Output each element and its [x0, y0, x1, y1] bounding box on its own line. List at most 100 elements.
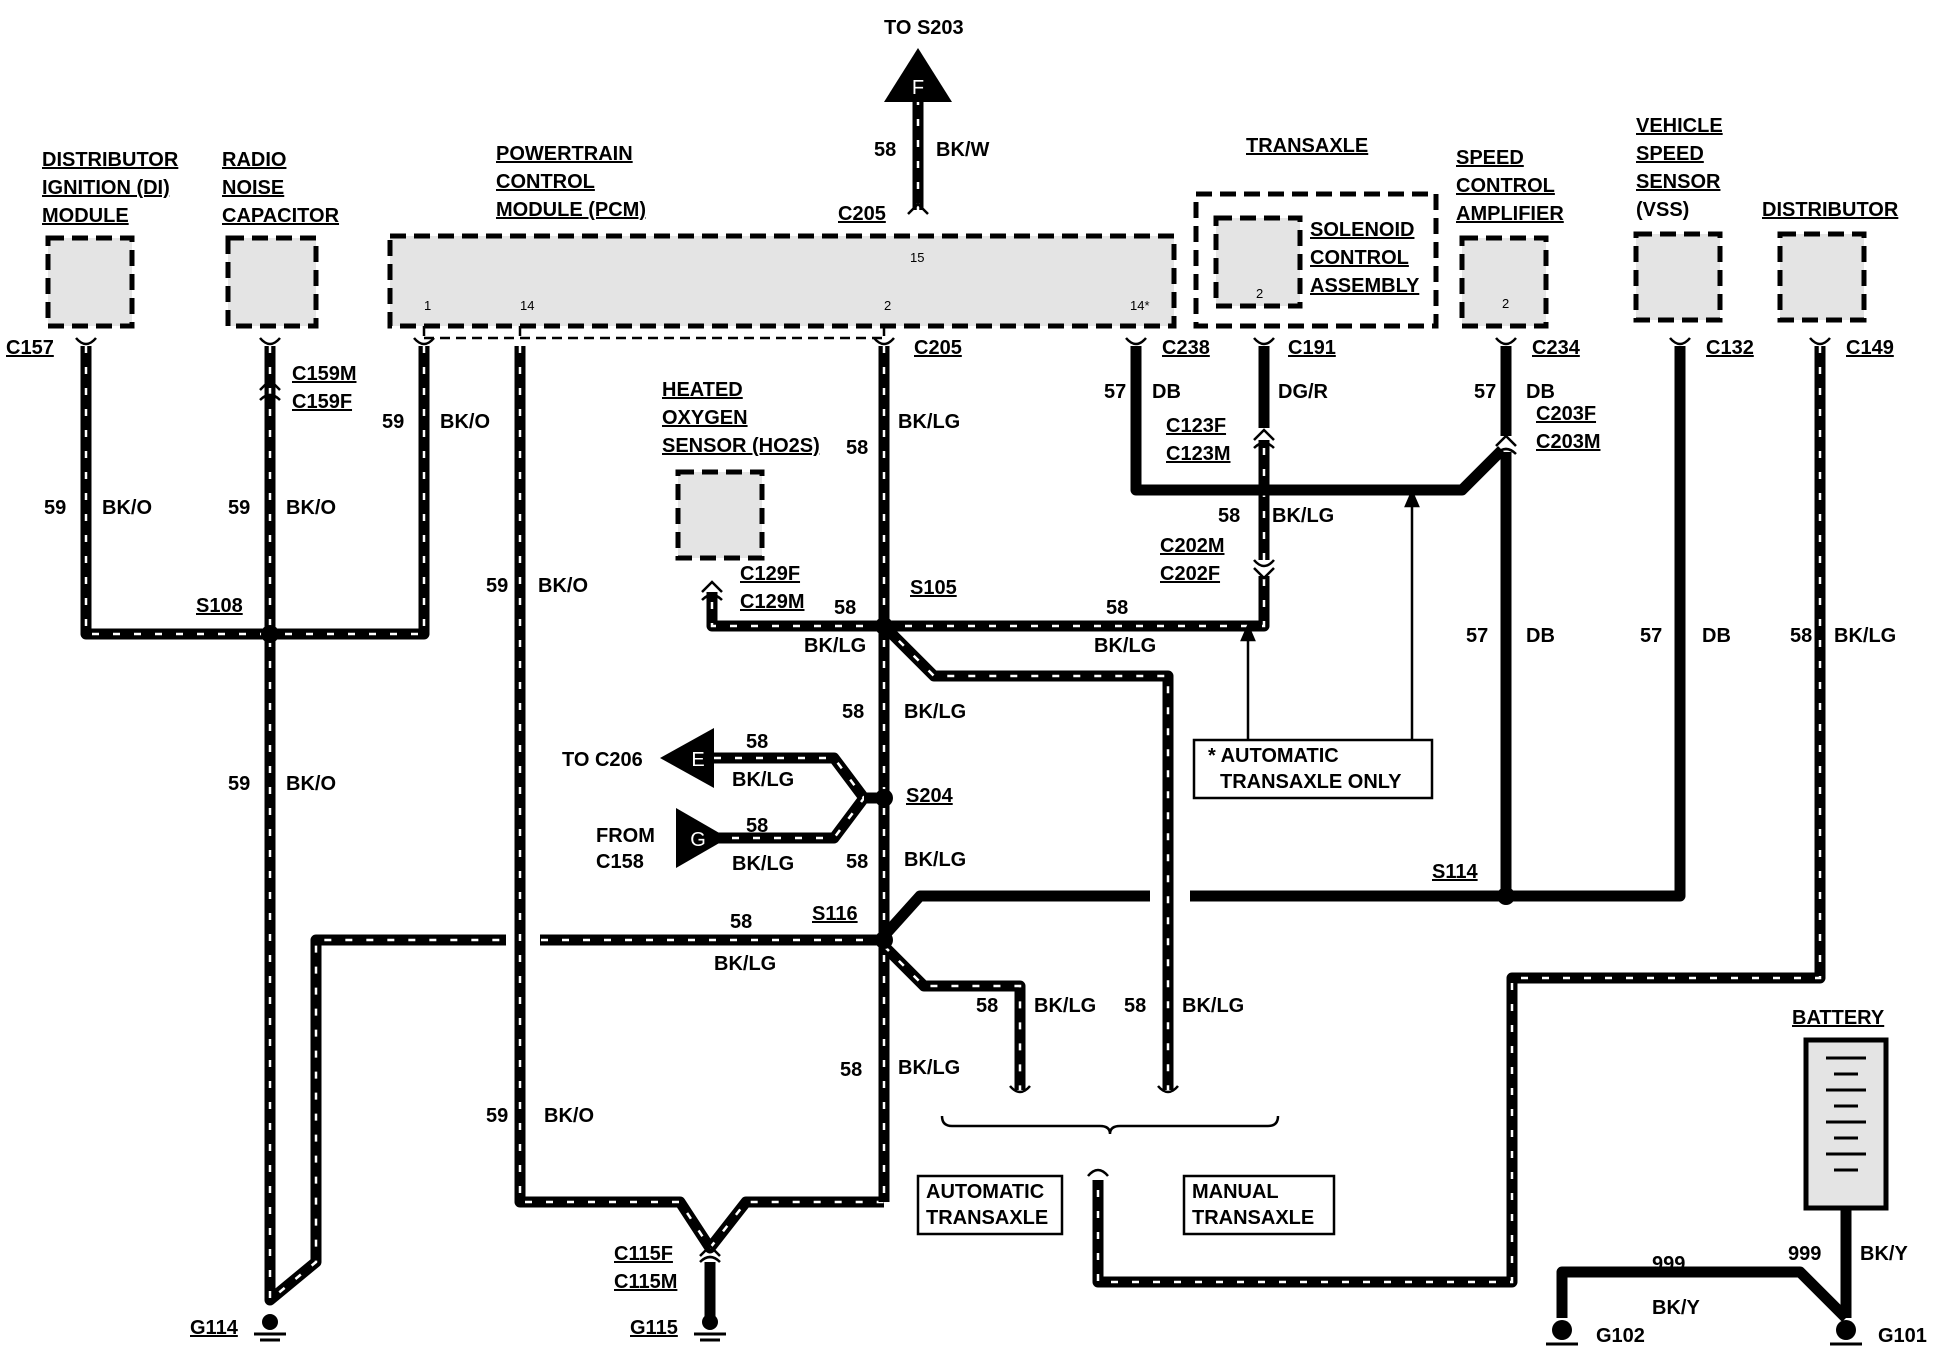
wire-color: BK/LG: [898, 411, 960, 433]
ho2s-title-2: OXYGEN: [662, 407, 748, 429]
rnc-title-3: CAPACITOR: [222, 205, 340, 227]
c158-label: C158: [596, 851, 644, 873]
from-label: FROM: [596, 825, 655, 847]
wire-code: 59: [382, 411, 404, 433]
conn-c234: C234: [1532, 337, 1581, 359]
sca-title-2: CONTROL: [1456, 175, 1555, 197]
splice-s108-label: S108: [196, 595, 243, 617]
wire-57-db-vss: [1506, 346, 1686, 902]
distributor-box: [1777, 231, 1867, 323]
distributor-title: DISTRIBUTOR: [1762, 199, 1899, 221]
wire-color: BK/LG: [1834, 625, 1896, 647]
wire-color: DB: [1152, 381, 1181, 403]
splice-s204: [875, 789, 893, 807]
manual-transaxle-line2: TRANSAXLE: [1192, 1207, 1314, 1229]
splice-s105: [875, 617, 893, 635]
wire-color: BK/O: [102, 497, 152, 519]
wire-color: BK/O: [538, 575, 588, 597]
battery-box: [1803, 1037, 1889, 1211]
pcm-title-2: CONTROL: [496, 171, 595, 193]
conn-c115m: C115M: [614, 1271, 677, 1293]
wire-59-bko-pcm1: [270, 346, 430, 640]
solenoid-title-3: ASSEMBLY: [1310, 275, 1420, 297]
ground-g101-label: G101: [1878, 1325, 1927, 1347]
radio-noise-capacitor-box: [225, 235, 319, 329]
wire-code: 58: [846, 437, 868, 459]
wire-code: 57: [1466, 625, 1488, 647]
wire-999-bky: [1556, 1208, 1852, 1322]
conn-c129m: C129M: [740, 591, 804, 613]
wire-color: DB: [1526, 625, 1555, 647]
speed-control-amplifier-box: [1459, 235, 1549, 329]
wire-color: BK/Y: [1860, 1243, 1908, 1265]
rnc-title-1: RADIO: [222, 149, 286, 171]
wire-code: 58: [976, 995, 998, 1017]
conn-c238: C238: [1162, 337, 1210, 359]
wire-58-bklg-auto: [880, 942, 1026, 1090]
conn-c123m: C123M: [1166, 443, 1230, 465]
arrow-e-icon: E: [660, 728, 714, 788]
wire-code: 58: [1218, 505, 1240, 527]
ground-g102-label: G102: [1596, 1325, 1645, 1347]
wire-color: BK/LG: [1034, 995, 1096, 1017]
wire-color: BK/LG: [732, 769, 794, 791]
manual-transaxle-line1: MANUAL: [1192, 1181, 1279, 1203]
wire-59-bko-di: [80, 346, 270, 640]
vss-box: [1633, 231, 1723, 323]
wire-color: BK/W: [936, 139, 989, 161]
conn-c129f: C129F: [740, 563, 800, 585]
conn-c205-bot: C205: [914, 337, 962, 359]
wire-code: 59: [486, 1105, 508, 1127]
automatic-transaxle-line1: AUTOMATIC: [926, 1181, 1044, 1203]
wire-58-bklg-ho2s: [706, 592, 884, 632]
wire-code: 58: [746, 731, 768, 753]
automatic-only-note-line1: * AUTOMATIC: [1208, 745, 1339, 767]
wire-color: BK/LG: [714, 953, 776, 975]
pcm-title-3: MODULE (PCM): [496, 199, 646, 221]
wire-code: 58: [834, 597, 856, 619]
wire-color: BK/LG: [904, 701, 966, 723]
automatic-transaxle-line2: TRANSAXLE: [926, 1207, 1048, 1229]
pcm-pin-14s: 14*: [1130, 298, 1150, 313]
wire-color: BK/O: [286, 773, 336, 795]
pcm-box: [387, 233, 1177, 329]
wire-57-db-s114-s116: [879, 890, 1506, 940]
vss-title-2: SPEED: [1636, 143, 1704, 165]
rnc-title-2: NOISE: [222, 177, 284, 199]
splice-s114-label: S114: [1432, 861, 1478, 883]
svg-text:G: G: [690, 829, 706, 851]
pcm-pin-15: 15: [910, 250, 924, 265]
arrow-f-icon: F: [884, 48, 952, 102]
to-s203-label: TO S203: [884, 17, 964, 39]
conn-c123f: C123F: [1166, 415, 1226, 437]
wire-color: BK/LG: [1182, 995, 1244, 1017]
arrow-g-icon: G: [676, 808, 728, 868]
automatic-only-note-box: [1192, 738, 1434, 800]
splice-s116-label: S116: [812, 903, 858, 925]
pcm-pin-leads: [422, 326, 886, 340]
conn-c191: C191: [1288, 337, 1336, 359]
svg-text:F: F: [912, 77, 924, 99]
sca-pin-2: 2: [1502, 296, 1509, 311]
vss-title-3: SENSOR: [1636, 171, 1721, 193]
wire-color: DB: [1702, 625, 1731, 647]
wire-code: 57: [1640, 625, 1662, 647]
sca-title-1: SPEED: [1456, 147, 1524, 169]
battery-cells-icon: [1826, 1056, 1866, 1172]
wire-code: 999: [1652, 1253, 1685, 1275]
di-title-3: MODULE: [42, 205, 129, 227]
conn-c203f: C203F: [1536, 403, 1596, 425]
wire-59-bko-rnc: [264, 346, 506, 1306]
pcm-title-1: POWERTRAIN: [496, 143, 633, 165]
transaxle-title: TRANSAXLE: [1246, 135, 1368, 157]
ground-g102-icon: [1546, 1320, 1578, 1346]
conn-c159f: C159F: [292, 391, 352, 413]
wire-58-bklg-distributor: [1092, 346, 1826, 1288]
wire-code: 58: [846, 851, 868, 873]
splice-s105-label: S105: [910, 577, 957, 599]
ho2s-box: [675, 469, 765, 561]
splice-s108: [261, 625, 279, 643]
vss-title-1: VEHICLE: [1636, 115, 1723, 137]
sol-pin-2: 2: [1256, 286, 1263, 301]
